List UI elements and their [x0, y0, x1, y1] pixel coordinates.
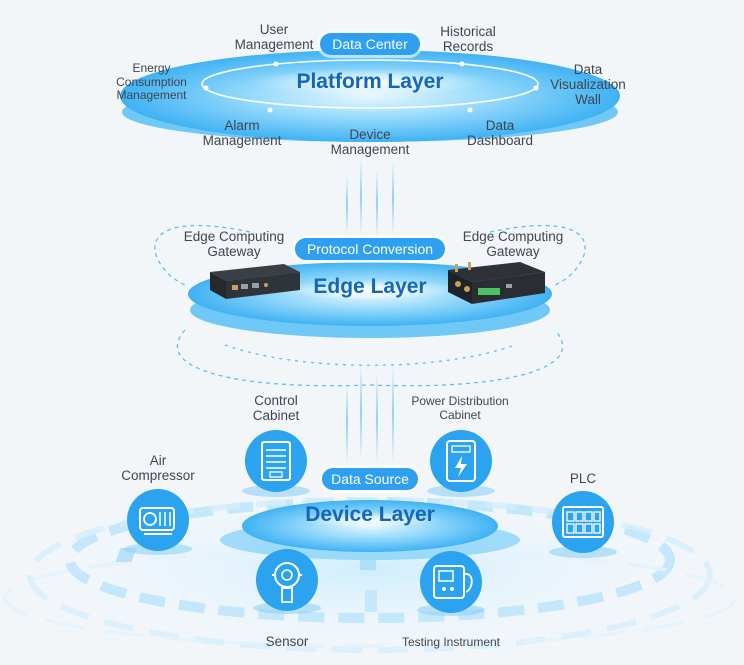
edge-layer-title: Edge Layer	[313, 275, 427, 298]
testing-instrument-label: Testing Instrument	[401, 635, 501, 649]
power-cabinet-icon	[427, 430, 495, 497]
plc-icon	[549, 491, 617, 558]
testing-instrument-icon	[417, 551, 485, 616]
edge-orbit	[154, 224, 586, 387]
platform-disk	[120, 50, 620, 142]
protocol-conversion-badge: Protocol Conversion	[295, 238, 445, 260]
data-source-badge: Data Source	[322, 468, 418, 490]
sensor-icon	[253, 549, 321, 614]
control-cabinet-icon	[242, 430, 310, 497]
air-compressor-icon	[124, 489, 192, 555]
device-floor	[3, 485, 737, 655]
platform-layer-title: Platform Layer	[296, 70, 444, 93]
data-center-badge: Data Center	[320, 33, 420, 55]
edge-gateway-device-right	[448, 262, 545, 304]
device-layer-title: Device Layer	[305, 503, 435, 526]
data-beams-upper	[346, 158, 394, 238]
edge-gateway-device-left	[210, 264, 300, 299]
plc-label: PLC	[569, 471, 597, 486]
sensor-label: Sensor	[265, 634, 309, 649]
data-beams-lower	[346, 362, 394, 464]
